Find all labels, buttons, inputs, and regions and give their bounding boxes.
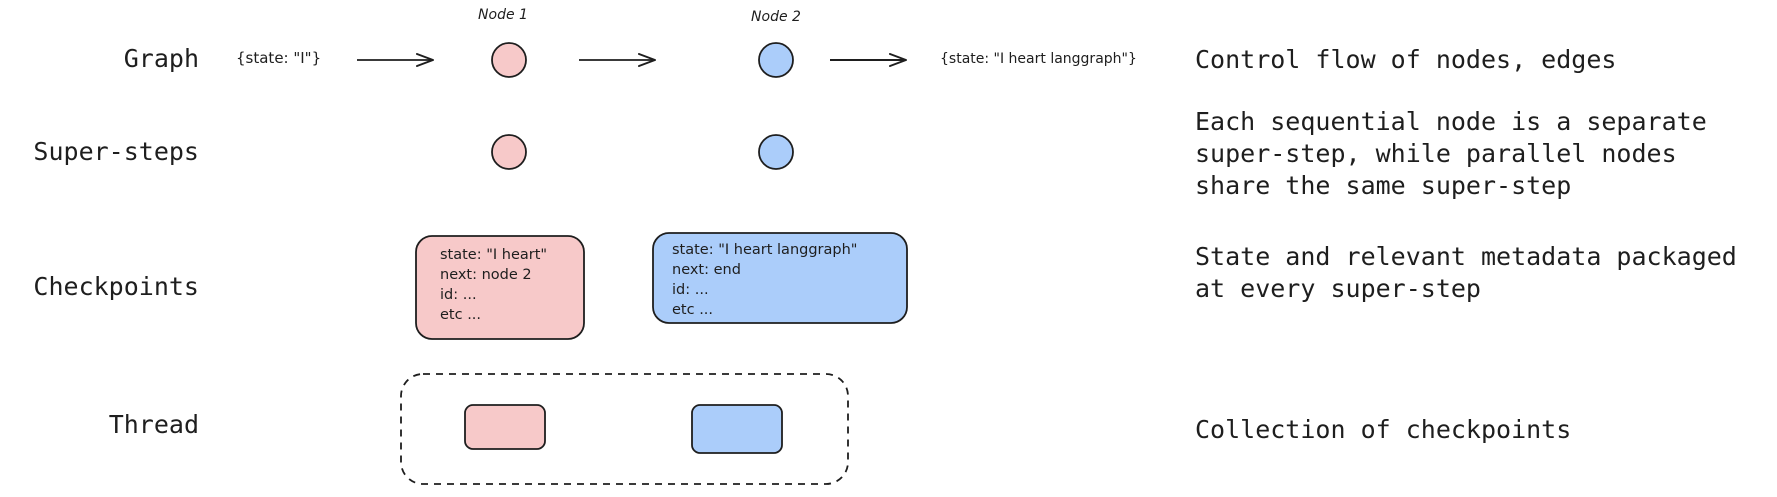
description-supersteps-line: share the same super-step [1195,171,1572,200]
checkpoint1-state: state: "I heart" [440,247,548,263]
checkpoint1-card [415,235,585,340]
superstep1-circle [491,134,527,170]
thread-checkpoint2 [691,404,783,454]
description-checkpoints-line: State and relevant metadata packaged [1195,242,1737,271]
thread-checkpoint1 [464,404,546,450]
description-thread: Collection of checkpoints [1195,415,1572,444]
row-label-checkpoints: Checkpoints [33,272,199,301]
checkpoint1-etc: etc ... [440,307,482,323]
checkpoint1-id: id: ... [440,287,477,303]
node2-label: Node 2 [751,9,801,25]
thread-container [400,373,849,485]
description-supersteps-line: Each sequential node is a separate [1195,107,1707,136]
checkpoint2-text: state: "I heart langgraph" next: end id:… [672,240,857,320]
checkpoint2-id: id: ... [672,282,709,298]
description-graph: Control flow of nodes, edges [1195,45,1617,74]
output-state-text: {state: "I heart langgraph"} [940,51,1137,67]
input-state-text: {state: "I"} [236,49,321,67]
node1-label: Node 1 [478,7,528,23]
node1-circle [491,42,527,78]
row-label-graph: Graph [123,44,199,73]
checkpoint2-next: next: end [672,262,741,278]
checkpoint1-next: next: node 2 [440,267,532,283]
superstep2-circle [758,134,794,170]
checkpoint1-text: state: "I heart" next: node 2 id: ... et… [440,245,547,325]
checkpoint2-state: state: "I heart langgraph" [672,242,858,258]
checkpoint2-etc: etc ... [672,302,714,318]
checkpoint2-card [652,232,908,324]
row-label-supersteps: Super-steps [33,137,199,166]
description-supersteps: Each sequential node is a separate super… [1195,106,1707,202]
description-checkpoints-line: at every super-step [1195,274,1481,303]
description-checkpoints: State and relevant metadata packaged at … [1195,241,1737,305]
description-supersteps-line: super-step, while parallel nodes [1195,139,1677,168]
node2-circle [758,42,794,78]
row-label-thread: Thread [108,410,199,439]
